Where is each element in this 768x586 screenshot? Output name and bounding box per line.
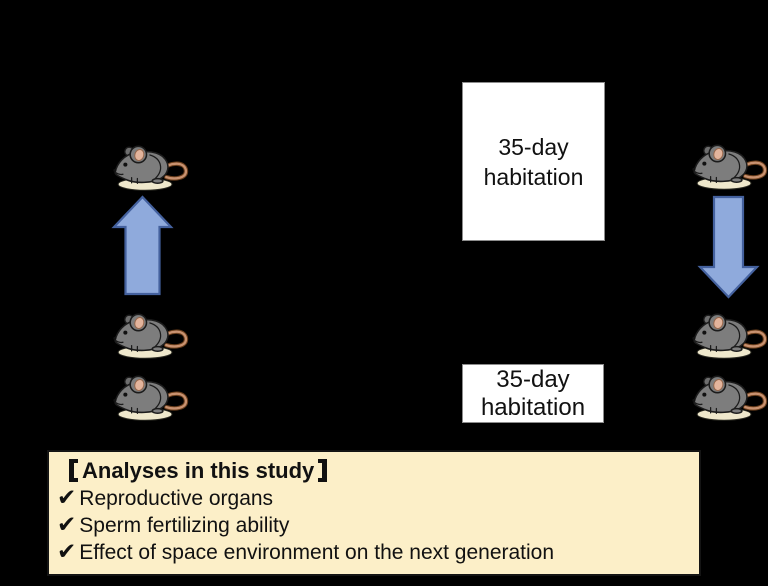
mouse-icon xyxy=(104,142,190,192)
analyses-item: ✔ Effect of space environment on the nex… xyxy=(57,539,691,566)
mouse-icon xyxy=(683,372,768,422)
analyses-title: Analyses in this study xyxy=(69,456,691,485)
habitation-box-top-label: 35-day habitation xyxy=(483,133,584,190)
analyses-item: ✔ Reproductive organs xyxy=(57,485,691,512)
analyses-item-text: Sperm fertilizing ability xyxy=(79,514,290,537)
analyses-item: ✔ Sperm fertilizing ability xyxy=(57,512,691,539)
analyses-panel: Analyses in this study ✔ Reproductive or… xyxy=(47,450,701,576)
lenticular-bracket-open-icon xyxy=(69,459,78,482)
lenticular-bracket-close-icon xyxy=(318,459,328,482)
checkmark-icon: ✔ xyxy=(57,485,77,511)
mouse-icon xyxy=(104,310,190,360)
checkmark-icon: ✔ xyxy=(57,512,77,538)
habitation-box-bottom-label: 35-day habitation xyxy=(480,365,586,421)
analyses-item-text: Reproductive organs xyxy=(79,487,274,510)
mouse-icon xyxy=(683,310,768,360)
checkmark-icon: ✔ xyxy=(57,539,77,565)
mouse-icon xyxy=(683,141,768,191)
habitation-box-bottom: 35-day habitation xyxy=(462,364,604,423)
mouse-icon xyxy=(104,372,190,422)
habitation-box-top: 35-day habitation xyxy=(462,82,605,241)
analyses-title-text: Analyses in this study xyxy=(82,458,315,483)
analyses-item-text: Effect of space environment on the next … xyxy=(79,541,555,564)
down-arrow-icon xyxy=(697,195,760,299)
up-arrow-icon xyxy=(111,195,174,296)
